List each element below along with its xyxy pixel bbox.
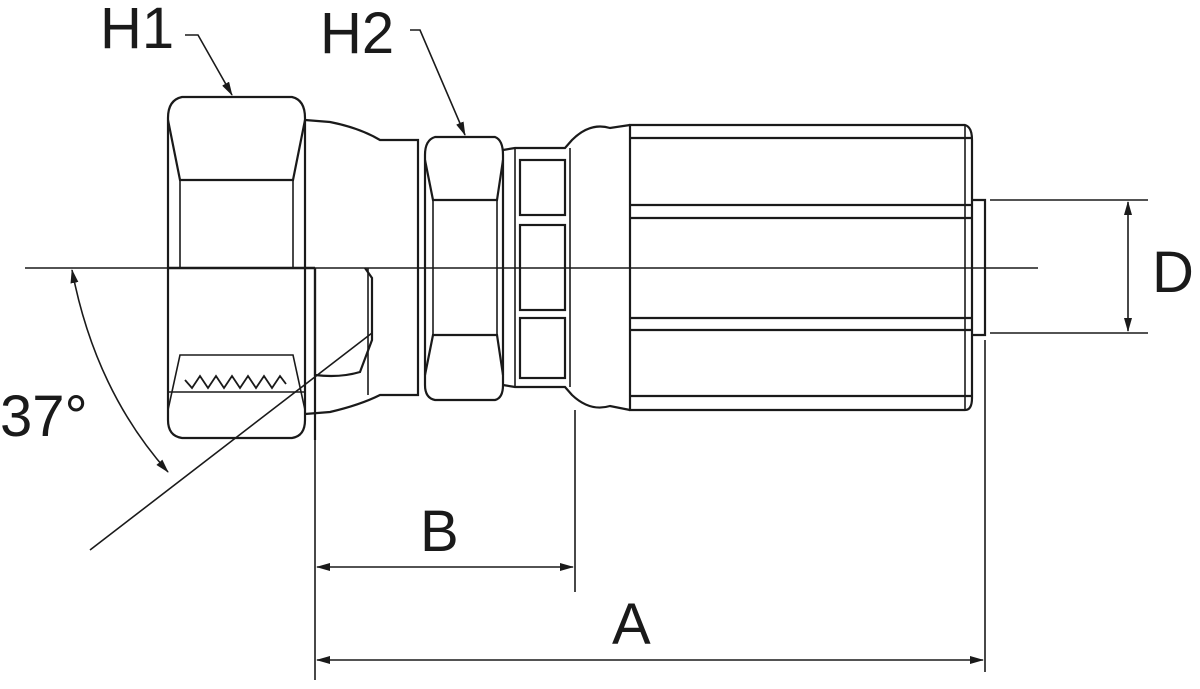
- h2-leader: [410, 29, 466, 136]
- a-dimension: [314, 340, 986, 680]
- swivel-body: [304, 118, 420, 440]
- b-dimension: [316, 410, 576, 592]
- angle-label: 37°: [0, 384, 88, 449]
- h1-hex-nut: [166, 95, 315, 440]
- angle-dimension: [70, 269, 373, 551]
- d-dimension: [990, 199, 1148, 334]
- ferrule: [628, 123, 987, 412]
- h1-leader: [185, 34, 233, 96]
- b-label: B: [420, 499, 459, 564]
- h2-label: H2: [320, 1, 395, 66]
- crimp-section: [502, 123, 631, 412]
- d-label: D: [1152, 240, 1194, 305]
- a-label: A: [612, 592, 651, 657]
- h1-label: H1: [100, 0, 175, 61]
- h2-hex: [423, 135, 505, 402]
